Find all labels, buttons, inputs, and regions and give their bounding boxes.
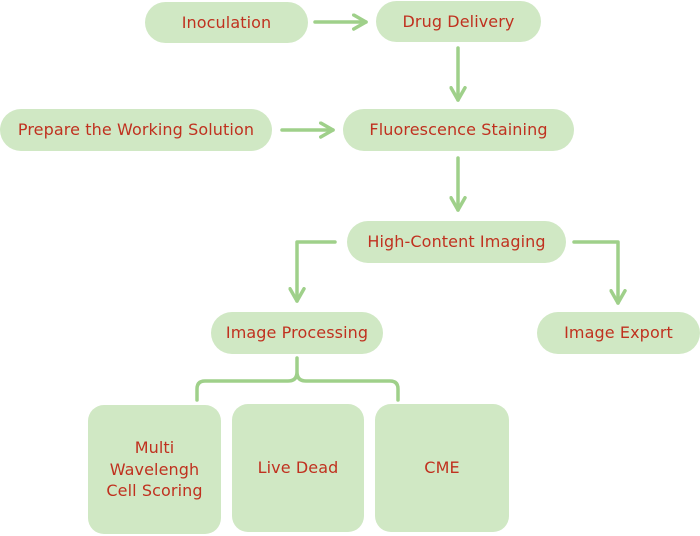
node-multi-wavelength-line-2: Wavelengh: [109, 459, 200, 479]
arrow-high-content-imaging-to-image-processing: [288, 240, 337, 303]
node-cme: CME: [375, 404, 509, 532]
node-fluorescence-staining: Fluorescence Staining: [343, 109, 574, 151]
node-drug-delivery: Drug Delivery: [376, 1, 541, 42]
node-multi-wavelength-line-1: Multi: [134, 438, 175, 458]
node-inoculation: Inoculation: [145, 2, 308, 43]
bracket-image-processing-outputs: [195, 356, 400, 402]
node-prepare-working-solution: Prepare the Working Solution: [0, 109, 272, 151]
node-live-dead: Live Dead: [232, 404, 364, 532]
node-image-processing: Image Processing: [211, 312, 383, 354]
node-multi-wavelength-cell-scoring: Multi Wavelengh Cell Scoring: [88, 405, 221, 534]
arrow-high-content-imaging-to-image-export: [572, 240, 627, 305]
node-high-content-imaging: High-Content Imaging: [347, 221, 566, 263]
node-image-export: Image Export: [537, 312, 700, 354]
node-multi-wavelength-line-3: Cell Scoring: [106, 481, 203, 501]
